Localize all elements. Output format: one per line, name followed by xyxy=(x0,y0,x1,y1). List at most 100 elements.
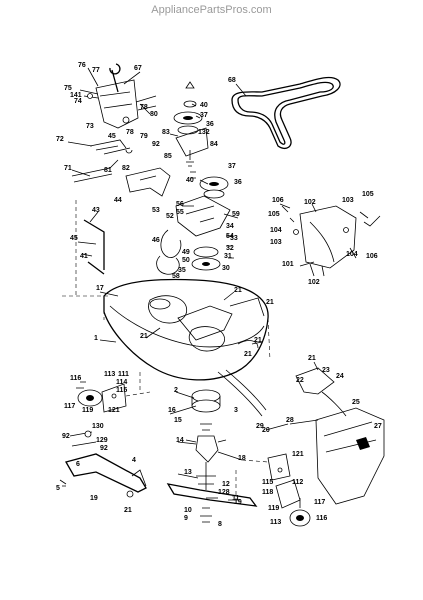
idler-pulley-stack-center xyxy=(156,171,234,275)
callout-label: 19 xyxy=(234,499,242,506)
callout-label: 10 xyxy=(184,507,192,514)
callout-label: 101 xyxy=(282,261,294,268)
callout-label: 111 xyxy=(118,371,129,378)
callout-label: 16 xyxy=(168,407,176,414)
callout-label: 106 xyxy=(272,197,284,204)
callout-label: 128 xyxy=(218,489,230,496)
callout-label: 1 xyxy=(94,335,98,342)
callout-label: 132 xyxy=(198,129,210,136)
callout-label: 117 xyxy=(314,499,325,506)
callout-label: 34 xyxy=(226,223,234,230)
side-deflector-and-bracket xyxy=(265,367,385,505)
callout-label: 21 xyxy=(234,287,242,294)
callout-label: 9 xyxy=(184,515,188,522)
callout-label: 28 xyxy=(286,417,294,424)
callout-label: 12 xyxy=(222,481,230,488)
callout-label: 113 xyxy=(104,371,115,378)
callout-label: 104 xyxy=(270,227,282,234)
callout-label: 20 xyxy=(262,427,270,434)
callout-label: 58 xyxy=(172,273,180,280)
callout-label: 21 xyxy=(140,333,148,340)
callout-label: 82 xyxy=(122,165,130,172)
callout-label: 25 xyxy=(352,399,360,406)
gauge-wheel-assembly-left xyxy=(76,381,151,413)
callout-label: 73 xyxy=(86,123,94,130)
grass-deflector-chute xyxy=(281,205,381,277)
deck-hanger-rods-left xyxy=(62,200,110,297)
callout-label: 83 xyxy=(162,129,170,136)
callout-label: 79 xyxy=(140,133,148,140)
callout-label: 17 xyxy=(96,285,104,292)
callout-label: 14 xyxy=(176,437,184,444)
callout-label: 27 xyxy=(374,423,382,430)
callout-label: 85 xyxy=(164,153,172,160)
callout-label: 6 xyxy=(76,461,80,468)
callout-label: 22 xyxy=(296,377,304,384)
callout-label: 44 xyxy=(114,197,122,204)
callout-label: 114 xyxy=(116,379,127,386)
callout-label: 32 xyxy=(226,245,234,252)
callout-label: 77 xyxy=(92,67,100,74)
callout-label: 40 xyxy=(200,102,208,109)
callout-label: 35 xyxy=(178,267,186,274)
callout-label: 43 xyxy=(92,207,100,214)
callout-label: 36 xyxy=(234,179,242,186)
callout-label: 56 xyxy=(176,201,184,208)
callout-label: 31 xyxy=(224,253,232,260)
leader-lines xyxy=(67,67,357,508)
callout-label: 103 xyxy=(270,239,282,246)
callout-label: 13 xyxy=(184,469,192,476)
callout-label: 119 xyxy=(268,505,279,512)
callout-label: 24 xyxy=(336,373,344,380)
idler-pulley-stack-top xyxy=(173,81,209,167)
callout-label: 102 xyxy=(304,199,316,206)
callout-label: 2 xyxy=(174,387,178,394)
callout-label: 121 xyxy=(108,407,120,414)
callout-label: 78 xyxy=(126,129,134,136)
callout-label: 52 xyxy=(166,213,174,220)
callout-label: 23 xyxy=(322,367,330,374)
callout-label: 21 xyxy=(254,337,262,344)
callout-label: 106 xyxy=(366,253,378,260)
callout-label: 113 xyxy=(270,519,281,526)
spindle-assembly xyxy=(185,389,227,490)
callout-label: 92 xyxy=(62,433,70,440)
callout-label: 117 xyxy=(64,403,75,410)
callout-label: 45 xyxy=(108,133,116,140)
callout-label: 36 xyxy=(206,121,214,128)
callout-label: 41 xyxy=(80,253,88,260)
callout-label: 50 xyxy=(182,257,190,264)
callout-label: 37 xyxy=(228,163,236,170)
callout-label: 5 xyxy=(56,485,60,492)
callout-label: 15 xyxy=(174,417,182,424)
callout-label: 112 xyxy=(292,479,303,486)
callout-label: 75 xyxy=(64,85,72,92)
callout-label: 46 xyxy=(152,237,160,244)
callout-label: 115 xyxy=(116,387,127,394)
callout-label: 49 xyxy=(182,249,190,256)
callout-label: 30 xyxy=(222,265,230,272)
callout-label: 8 xyxy=(218,521,222,528)
callout-label: 33 xyxy=(230,235,238,242)
callout-label: 141 xyxy=(70,92,82,99)
callout-label: 11 xyxy=(232,495,240,502)
callout-label: 104 xyxy=(346,251,358,258)
callout-label: 115 xyxy=(262,479,273,486)
gauge-wheel-assembly-right xyxy=(235,453,311,527)
drive-belt xyxy=(231,76,341,150)
watermark-text: AppliancePartsPros.com xyxy=(151,4,272,16)
callout-label: 40 xyxy=(186,177,194,184)
callout-label: 76 xyxy=(78,62,86,69)
callout-label: 102 xyxy=(308,279,320,286)
callout-label: 81 xyxy=(104,167,112,174)
callout-label: 121 xyxy=(292,451,304,458)
callout-label: 54 xyxy=(226,233,234,240)
callout-label: 37 xyxy=(200,112,208,119)
mower-blade xyxy=(166,483,258,523)
callout-label: 19 xyxy=(90,495,98,502)
callout-label: 92 xyxy=(152,141,160,148)
callout-label: 116 xyxy=(70,375,81,382)
callout-label: 59 xyxy=(232,211,240,218)
callout-label: 84 xyxy=(210,141,218,148)
